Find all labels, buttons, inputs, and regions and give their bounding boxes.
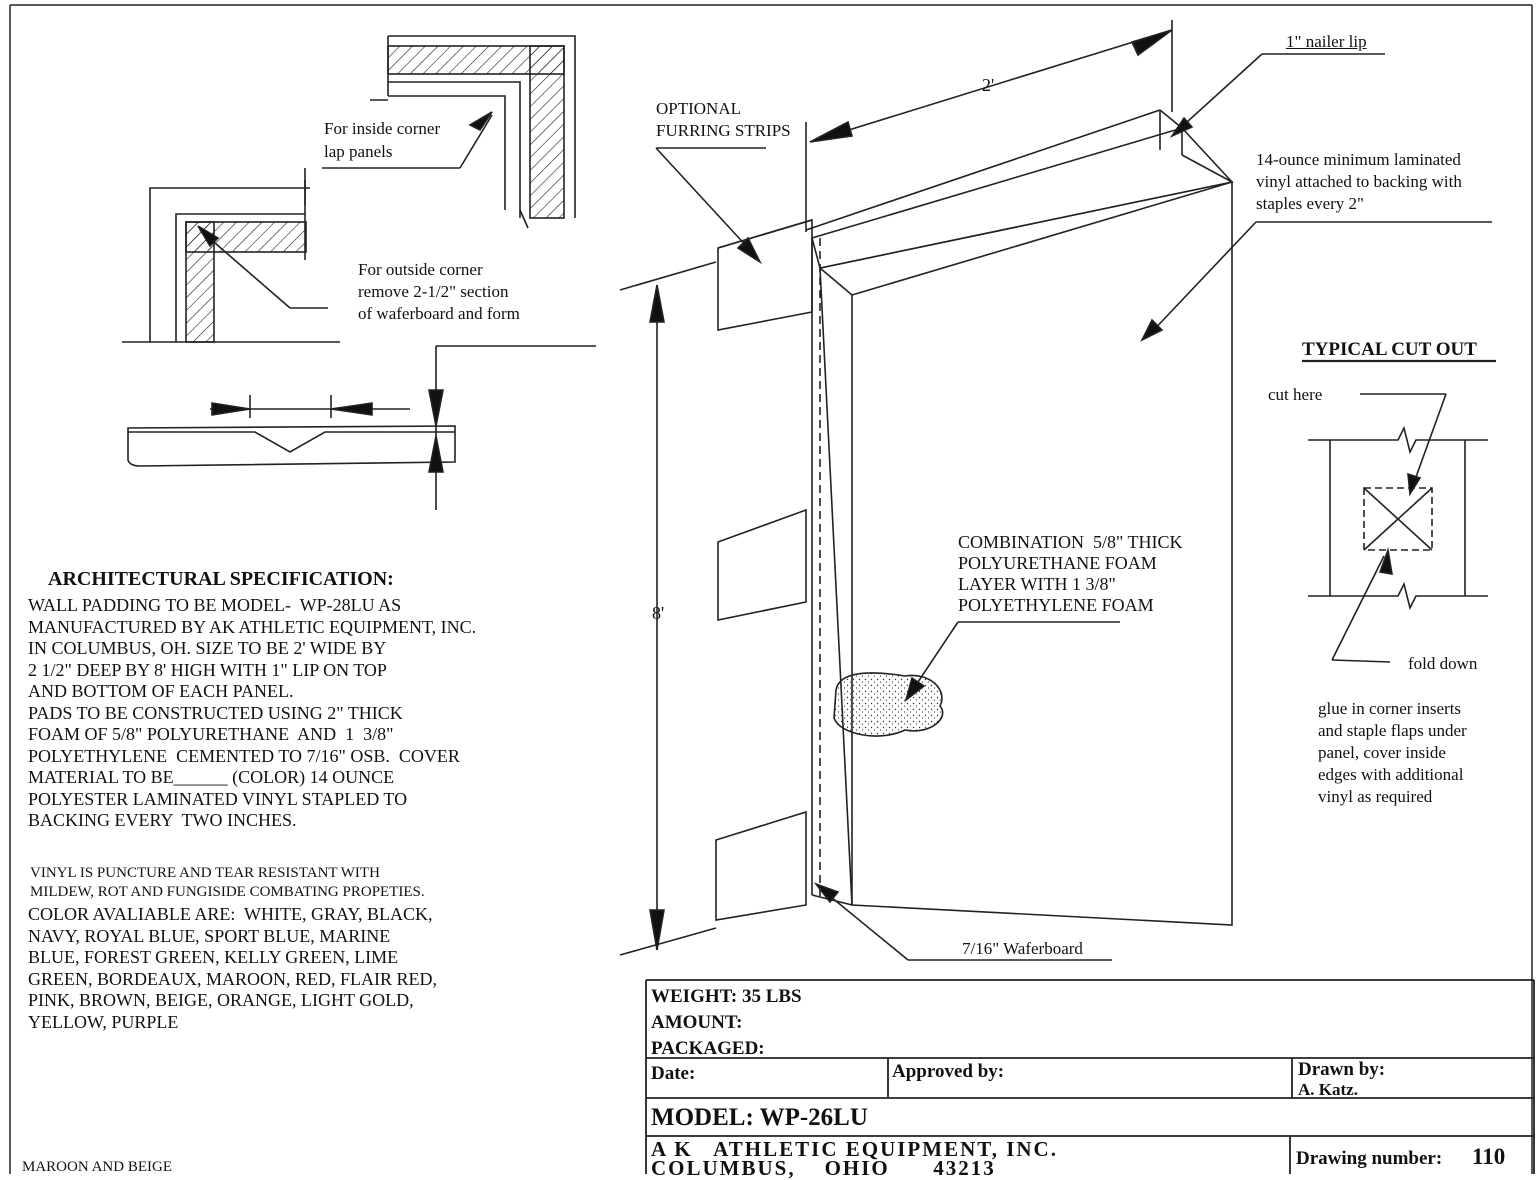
inside-corner-detail bbox=[304, 35, 576, 229]
fold-note-line: glue in corner inserts bbox=[1318, 699, 1462, 718]
vinyl-note-2: vinyl attached to backing with bbox=[1256, 172, 1462, 191]
foam-note-3: LAYER WITH 1 3/8" bbox=[958, 574, 1116, 594]
cut-here-label: cut here bbox=[1268, 385, 1323, 404]
foam-note-2: POLYURETHANE FOAM bbox=[958, 553, 1157, 573]
fold-note-line: and staple flaps under bbox=[1318, 721, 1467, 740]
spec-heading: ARCHITECTURAL SPECIFICATION: bbox=[48, 568, 394, 590]
approved-field: Approved by: bbox=[892, 1061, 1005, 1082]
outside-corner-note-3: of waferboard and form bbox=[358, 304, 520, 323]
outside-corner-note-1: For outside corner bbox=[358, 260, 483, 279]
fold-note-line: fold down bbox=[1408, 654, 1478, 673]
company-name: A K ATHLETIC EQUIPMENT, INC. bbox=[651, 1137, 1058, 1161]
spec-line: PADS TO BE CONSTRUCTED USING 2" THICK bbox=[28, 702, 403, 723]
drawn-by-label: Drawn by: bbox=[1298, 1059, 1386, 1080]
inside-corner-note-2: lap panels bbox=[324, 142, 393, 161]
foam-note-4: POLYETHYLENE FOAM bbox=[958, 595, 1154, 615]
vinyl-line: MILDEW, ROT AND FUNGISIDE COMBATING PROP… bbox=[30, 883, 425, 900]
spec-line: POLYETHYLENE CEMENTED TO 7/16" OSB. COVE… bbox=[28, 745, 460, 766]
date-field: Date: bbox=[651, 1063, 696, 1084]
drawing-number-label: Drawing number: bbox=[1296, 1148, 1443, 1169]
outside-corner-note-2: remove 2-1/2" section bbox=[358, 282, 509, 301]
fold-note-line: panel, cover inside bbox=[1318, 743, 1446, 762]
color-line: GREEN, BORDEAUX, MAROON, RED, FLAIR RED, bbox=[28, 968, 438, 989]
width-dimension: 2' bbox=[982, 75, 995, 95]
weight-field: WEIGHT: 35 LBS bbox=[651, 986, 802, 1007]
inside-corner-note-1: For inside corner bbox=[324, 119, 441, 138]
color-line: BLUE, FOREST GREEN, KELLY GREEN, LIME bbox=[28, 947, 399, 967]
waferboard-label: 7/16" Waferboard bbox=[962, 939, 1083, 958]
spec-line: BACKING EVERY TWO INCHES. bbox=[28, 810, 297, 830]
main-panel-drawing bbox=[619, 20, 1492, 961]
model-field: MODEL: WP-26LU bbox=[651, 1104, 868, 1131]
spec-line: WALL PADDING TO BE MODEL- WP-28LU AS bbox=[28, 595, 402, 615]
vinyl-note-1: 14-ounce minimum laminated bbox=[1256, 150, 1461, 169]
spec-line: FOAM OF 5/8" POLYURETHANE AND 1 3/8" bbox=[28, 724, 394, 744]
height-dimension: 8' bbox=[652, 603, 665, 623]
outside-corner-detail bbox=[122, 180, 340, 343]
nailer-lip-label: 1" nailer lip bbox=[1286, 32, 1367, 51]
drawn-by-name: A. Katz. bbox=[1298, 1080, 1358, 1099]
vinyl-line: VINYL IS PUNCTURE AND TEAR RESISTANT WIT… bbox=[30, 865, 380, 881]
spec-line: AND BOTTOM OF EACH PANEL. bbox=[28, 681, 294, 701]
spec-line: 2 1/2" DEEP BY 8' HIGH WITH 1" LIP ON TO… bbox=[28, 659, 387, 680]
foam-note-1: COMBINATION 5/8" THICK bbox=[958, 532, 1183, 552]
packaged-field: PACKAGED: bbox=[651, 1038, 765, 1059]
color-line: YELLOW, PURPLE bbox=[28, 1011, 179, 1032]
spec-line: POLYESTER LAMINATED VINYL STAPLED TO bbox=[28, 788, 408, 809]
cutout-drawing bbox=[1302, 359, 1496, 663]
color-line: NAVY, ROYAL BLUE, SPORT BLUE, MARINE bbox=[28, 925, 391, 946]
spec-line: IN COLUMBUS, OH. SIZE TO BE 2' WIDE BY bbox=[28, 638, 387, 658]
color-line: COLOR AVALIABLE ARE: WHITE, GRAY, BLACK, bbox=[28, 904, 433, 924]
furring-label-2: FURRING STRIPS bbox=[656, 121, 791, 140]
amount-field: AMOUNT: bbox=[651, 1012, 743, 1033]
color-line: PINK, BROWN, BEIGE, ORANGE, LIGHT GOLD, bbox=[28, 990, 414, 1010]
spec-footer-cut: MAROON AND BEIGE bbox=[22, 1159, 172, 1175]
spec-line: MATERIAL TO BE______ (COLOR) 14 OUNCE bbox=[28, 767, 395, 787]
company-city: COLUMBUS, OHIO 43213 bbox=[651, 1156, 996, 1180]
vinyl-note-3: staples every 2" bbox=[1256, 194, 1364, 213]
drawing-number: 110 bbox=[1472, 1144, 1506, 1169]
fold-note-line: edges with additional bbox=[1318, 765, 1464, 784]
v-groove-detail bbox=[127, 345, 596, 510]
fold-note-line: vinyl as required bbox=[1318, 787, 1433, 806]
cutout-title: TYPICAL CUT OUT bbox=[1302, 339, 1477, 360]
furring-label-1: OPTIONAL bbox=[656, 99, 741, 118]
title-block-lines bbox=[645, 979, 1535, 1174]
spec-line: MANUFACTURED BY AK ATHLETIC EQUIPMENT, I… bbox=[28, 616, 477, 637]
